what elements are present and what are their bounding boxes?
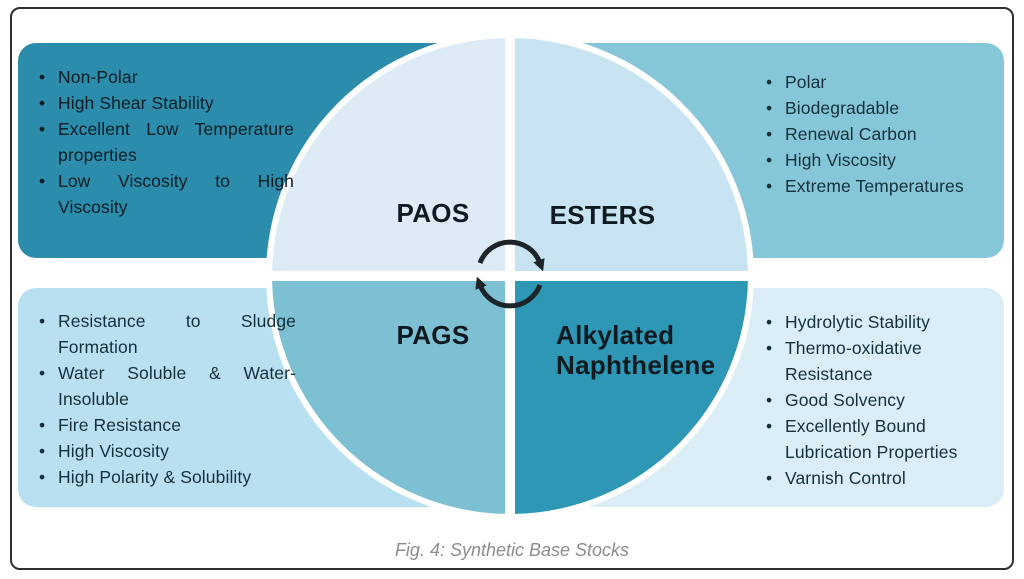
list-item: High Shear Stability [38,90,294,116]
panel-top-left-list: Non-Polar High Shear Stability Excellent… [38,64,294,220]
figure-caption: Fig. 4: Synthetic Base Stocks [394,540,630,560]
panel-top-right-list: Polar Biodegradable Renewal Carbon High … [765,69,993,199]
list-item: Extreme Temperatures [765,173,993,199]
list-item: High Viscosity [765,147,993,173]
quadrant-esters-shape [515,38,748,271]
list-item: Varnish Control [765,465,993,491]
list-item: Fire Resistance [38,412,296,438]
quadrant-paos-shape [272,38,505,271]
label-line: Naphthelene [556,350,716,380]
cycle-arrow-bottom [475,276,543,309]
quadrant-label-paos: PAOS [396,198,470,228]
list-item: Non-Polar [38,64,294,90]
label-line: Alkylated [556,320,675,350]
list-item: Renewal Carbon [765,121,993,147]
quadrant-alkylated-shape [515,281,748,514]
list-item: Biodegradable [765,95,993,121]
list-item: High Viscosity [38,438,296,464]
cycle-arrows-icon [475,239,545,309]
list-item: Resistance to Sludge Formation [38,308,296,360]
panel-bottom-left-list: Resistance to Sludge Formation Water Sol… [38,308,296,490]
list-item: Water Soluble & Water-Insoluble [38,360,296,412]
quadrant-label-esters: ESTERS [549,200,656,230]
list-item: High Polarity & Solubility [38,464,296,490]
cycle-arrow-top [477,239,545,272]
list-item: Polar [765,69,993,95]
quadrant-label-pags: PAGS [396,320,470,350]
list-item: Excellently Bound Lubrication Properties [765,413,993,465]
panel-bottom-right-list: Hydrolytic Stability Thermo-oxidative Re… [765,309,993,491]
center-circle-ring [266,32,754,520]
list-item: Thermo-oxidative Resistance [765,335,993,387]
list-item: Hydrolytic Stability [765,309,993,335]
list-item: Good Solvency [765,387,993,413]
list-item: Low Viscosity to High Viscosity [38,168,294,220]
list-item: Excellent Low Temperature properties [38,116,294,168]
quadrant-label-alkylated-naphthelene: Alkylated Naphthelene [556,320,771,380]
quadrant-pags-shape [272,281,505,514]
